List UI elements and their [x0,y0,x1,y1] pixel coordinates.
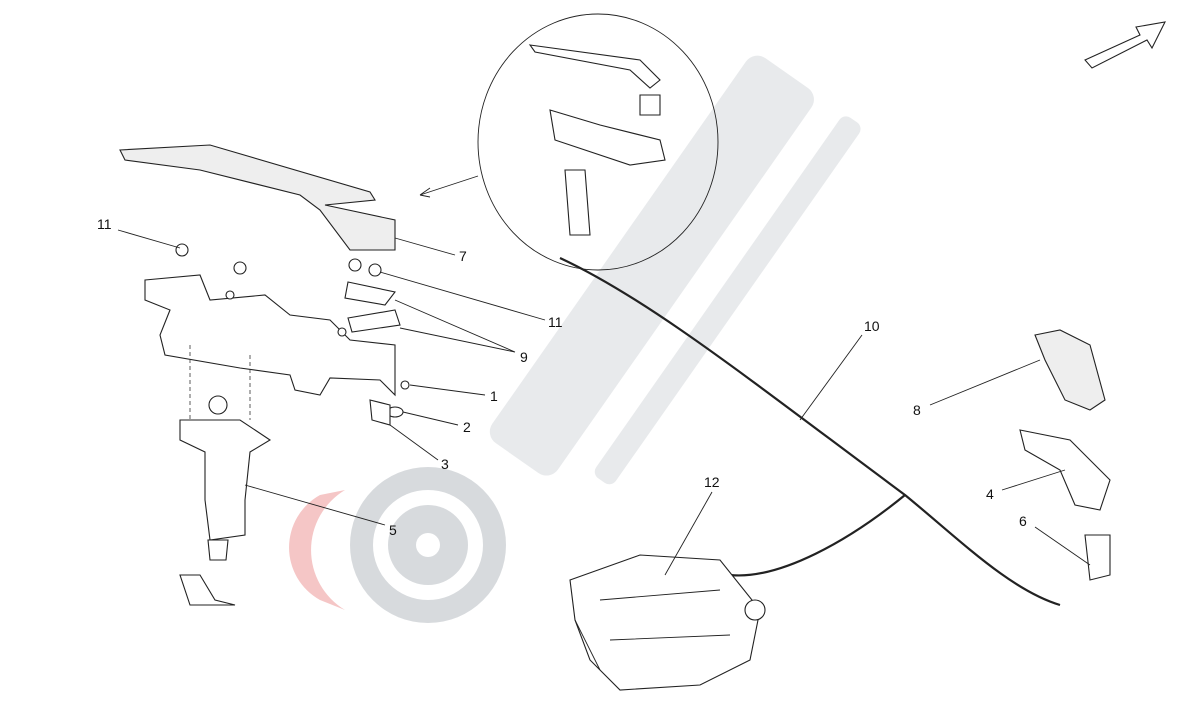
direction-arrow-icon [1084,21,1166,69]
callout-7: 7 [459,248,467,264]
part-8-cover [1034,329,1106,411]
part-5-actuator [179,419,272,541]
detail-circle [477,13,719,271]
part-12-reservoir [569,554,761,691]
watermark-logo [289,55,861,623]
callout-9: 9 [520,349,528,365]
callout-10: 10 [864,318,880,334]
callout-11: 11 [548,314,563,330]
part-9-clips [344,281,401,333]
callout-11: 11 [97,216,112,232]
callout-4: 4 [986,486,994,502]
screws [175,243,410,390]
hose-fragment [179,574,236,606]
callout-5: 5 [389,522,397,538]
part-7-cover [119,144,396,251]
callout-3: 3 [441,456,449,472]
detail-pointer-arrow [419,175,479,198]
part-3-clip [369,399,391,426]
leader-lines [117,229,1091,576]
callout-8: 8 [913,402,921,418]
callout-2: 2 [463,419,471,435]
part-6-actuator [1084,534,1111,581]
part-bracket [144,274,396,397]
detail-parts [528,44,666,236]
callout-12: 12 [704,474,720,490]
part-10-hose [559,257,1061,607]
callout-6: 6 [1019,513,1027,529]
callout-1: 1 [490,388,498,404]
